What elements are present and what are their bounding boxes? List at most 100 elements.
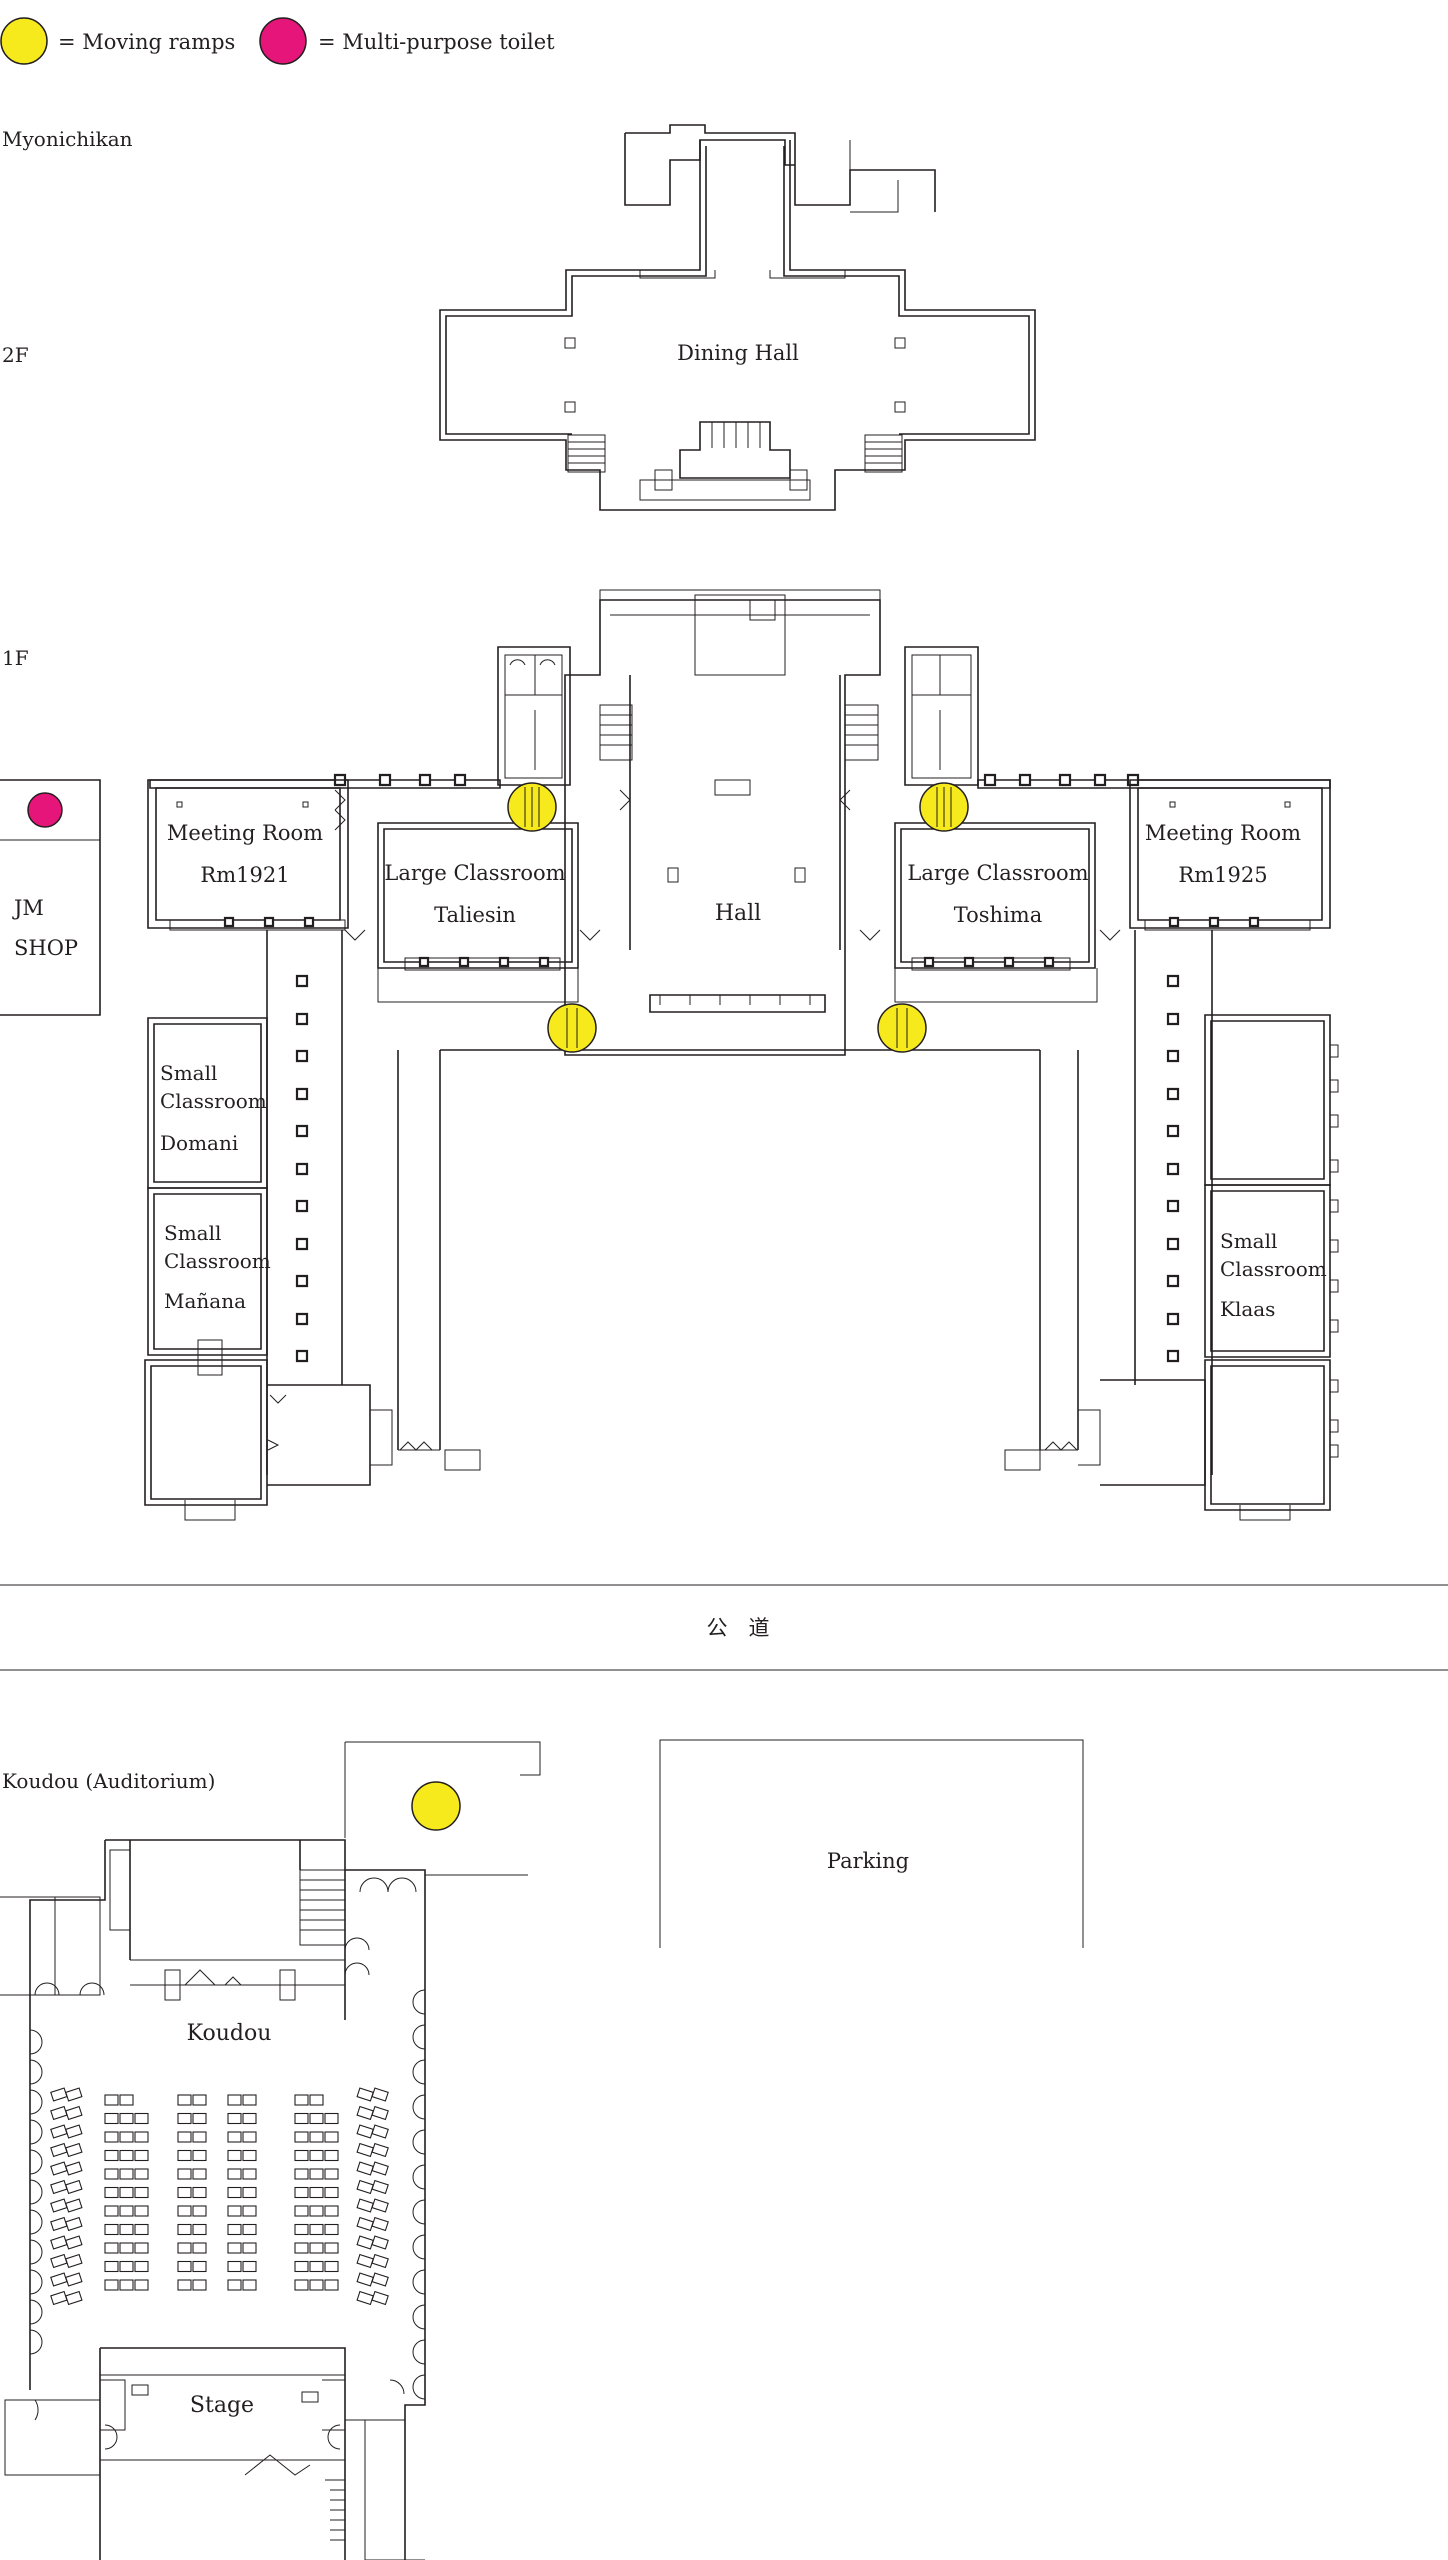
- auditorium-seat: [177, 2149, 192, 2162]
- auditorium-seat: [227, 2242, 242, 2254]
- auditorium-seat: [134, 2260, 149, 2273]
- auditorium-seat: [371, 2198, 389, 2213]
- moving-ramp-1f-left-lower: [547, 1003, 597, 1053]
- auditorium-seat: [119, 2205, 134, 2217]
- jm-shop-label-line2: SHOP: [14, 936, 78, 960]
- multi-purpose-toilet-jm-shop: [27, 792, 63, 828]
- auditorium-seat: [371, 2124, 389, 2139]
- auditorium-seat: [65, 2198, 83, 2213]
- moving-ramp-legend-icon: [0, 17, 48, 65]
- auditorium-seat: [134, 2131, 149, 2143]
- small-classroom-manana-line2: Classroom: [164, 1249, 271, 1273]
- auditorium-seat: [356, 2290, 374, 2306]
- auditorium-seat: [177, 2205, 192, 2217]
- auditorium-seat: [119, 2223, 134, 2236]
- auditorium-seat: [65, 2087, 83, 2102]
- auditorium-seat: [104, 2223, 119, 2236]
- auditorium-seat: [356, 2142, 374, 2158]
- auditorium-seat: [324, 2149, 339, 2162]
- auditorium-seat: [324, 2242, 339, 2254]
- auditorium-seat: [65, 2235, 83, 2250]
- auditorium-seat: [104, 2149, 119, 2162]
- auditorium-seat: [356, 2198, 374, 2213]
- auditorium-seat: [119, 2094, 134, 2106]
- auditorium-seat: [309, 2149, 324, 2162]
- auditorium-seat: [294, 2205, 309, 2217]
- small-classroom-manana-line3: Mañana: [164, 1289, 246, 1313]
- auditorium-seat: [65, 2253, 83, 2269]
- auditorium-seat: [227, 2112, 242, 2125]
- koudou-hall-label: Koudou: [187, 2021, 272, 2046]
- stage-label: Stage: [190, 2393, 254, 2418]
- auditorium-seat: [309, 2131, 324, 2143]
- auditorium-seat: [356, 2235, 374, 2250]
- auditorium-seat: [134, 2168, 149, 2180]
- auditorium-seat: [371, 2253, 389, 2269]
- auditorium-seat: [242, 2094, 257, 2106]
- auditorium-seat: [242, 2260, 257, 2273]
- parking-label: Parking: [827, 1849, 909, 1873]
- auditorium-seat: [294, 2168, 309, 2180]
- auditorium-seat: [309, 2168, 324, 2180]
- auditorium-seat: [192, 2205, 207, 2217]
- auditorium-seat: [192, 2094, 207, 2106]
- auditorium-seat: [371, 2087, 389, 2102]
- auditorium-seat: [50, 2290, 68, 2306]
- auditorium-seat: [294, 2131, 309, 2143]
- auditorium-seat: [242, 2205, 257, 2217]
- auditorium-seat: [309, 2279, 324, 2291]
- auditorium-seat: [309, 2242, 324, 2254]
- auditorium-seat: [242, 2168, 257, 2180]
- auditorium-seat: [371, 2105, 389, 2121]
- auditorium-seat: [50, 2105, 68, 2121]
- auditorium-seat: [242, 2131, 257, 2143]
- auditorium-seat: [65, 2216, 83, 2232]
- auditorium-seat: [227, 2279, 242, 2291]
- auditorium-seat: [119, 2149, 134, 2162]
- auditorium-seat: [192, 2223, 207, 2236]
- auditorium-seat: [242, 2223, 257, 2236]
- auditorium-seat: [294, 2094, 309, 2106]
- auditorium-seat: [309, 2112, 324, 2125]
- auditorium-seat: [356, 2087, 374, 2102]
- auditorium-seat: [356, 2216, 374, 2232]
- auditorium-seat: [309, 2186, 324, 2199]
- auditorium-seat: [371, 2272, 389, 2287]
- auditorium-seat: [65, 2161, 83, 2176]
- public-road-label: 公 道: [707, 1616, 770, 1640]
- small-classroom-domani-line1: Small: [160, 1061, 217, 1085]
- meeting-room-1921-name: Meeting Room: [167, 821, 323, 845]
- auditorium-seat: [65, 2124, 83, 2139]
- auditorium-seat: [371, 2142, 389, 2158]
- auditorium-seat: [134, 2205, 149, 2217]
- auditorium-seat: [227, 2131, 242, 2143]
- auditorium-seat: [134, 2279, 149, 2291]
- meeting-room-1925-name: Meeting Room: [1145, 821, 1301, 845]
- auditorium-seat: [50, 2253, 68, 2269]
- moving-ramp-1f-right-lower: [877, 1003, 927, 1053]
- auditorium-seat: [119, 2168, 134, 2180]
- auditorium-seat: [294, 2242, 309, 2254]
- auditorium-seat: [356, 2253, 374, 2269]
- auditorium-seat: [324, 2131, 339, 2143]
- floor-2f-label: 2F: [2, 343, 29, 367]
- auditorium-seat: [324, 2186, 339, 2199]
- auditorium-seat: [242, 2149, 257, 2162]
- large-classroom-toshima-sub: Toshima: [954, 903, 1042, 927]
- auditorium-seat: [356, 2161, 374, 2176]
- auditorium-seat: [192, 2186, 207, 2199]
- auditorium-seat: [50, 2216, 68, 2232]
- auditorium-seat: [104, 2279, 119, 2291]
- auditorium-seat: [50, 2198, 68, 2213]
- auditorium-seat: [371, 2290, 389, 2306]
- auditorium-seat: [242, 2279, 257, 2291]
- auditorium-seat: [134, 2223, 149, 2236]
- auditorium-seat: [192, 2279, 207, 2291]
- auditorium-seat: [50, 2235, 68, 2250]
- floor-2f-plan: Dining Hall: [439, 124, 1036, 511]
- auditorium-seat: [324, 2279, 339, 2291]
- large-classroom-toshima-name: Large Classroom: [907, 861, 1088, 885]
- auditorium-seat: [227, 2223, 242, 2236]
- auditorium-seat: [242, 2186, 257, 2199]
